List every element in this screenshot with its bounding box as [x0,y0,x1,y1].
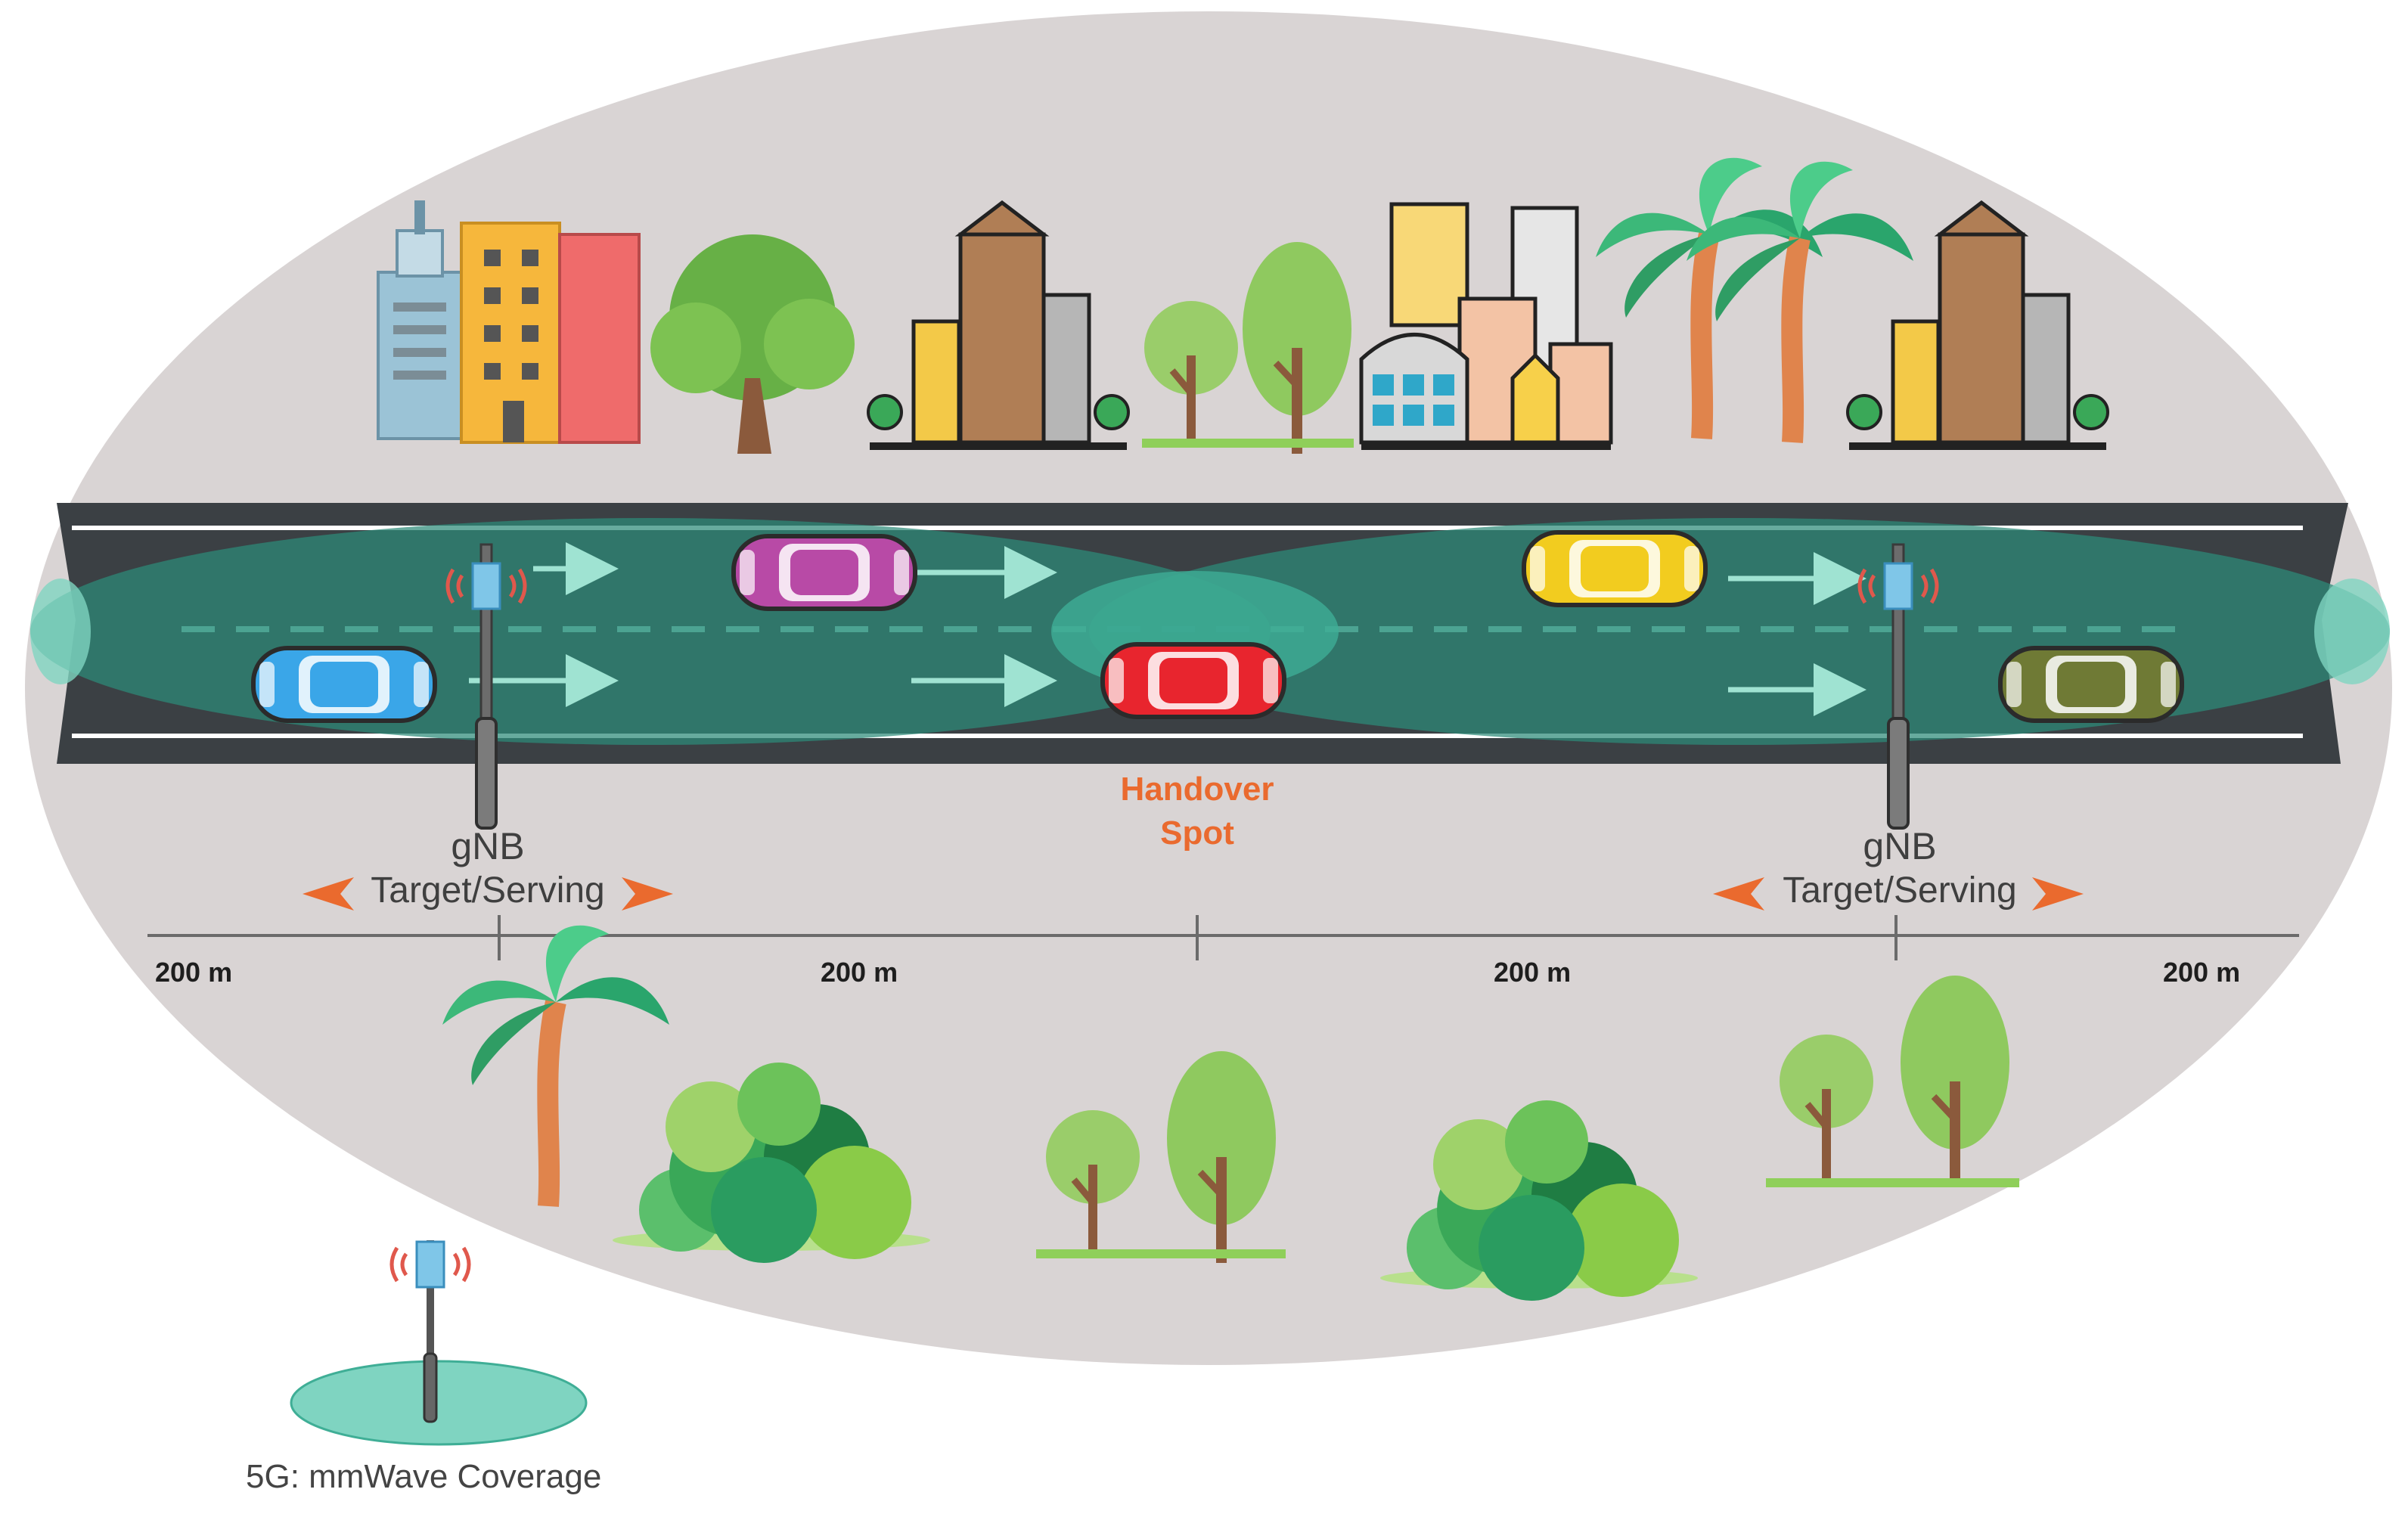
distance-label-3: 200 m [1494,957,1572,988]
traffic-arrows [469,542,1867,716]
building-cluster-4 [1846,200,2109,450]
legend-coverage [290,1240,588,1446]
distance-scale [147,915,2299,960]
right-arrow-icon [2032,877,2084,911]
building-cluster-3 [1359,202,1613,450]
legend-label: 5G: mmWave Coverage [246,1458,602,1495]
gnb-right-label: gNB [1863,825,1937,867]
trees-pair-middle [1036,1051,1286,1263]
gnb-tower-left [448,543,525,830]
range-arrows [303,877,2084,911]
legend-coverage-swatch [290,1360,588,1446]
handover-line-2: Spot [1160,814,1234,852]
gnb-tower-right [1860,543,1937,830]
gnb-left-label: gNB [451,825,525,867]
distance-label-1: 200 m [155,957,233,988]
vegetation-bottom [442,926,2019,1301]
trees-pair-top [1142,242,1354,454]
building-cluster-2 [867,200,1130,450]
distance-label-4: 200 m [2163,957,2241,988]
city-skyline [377,158,2109,454]
building-cluster-1 [377,200,641,444]
distance-label-2: 200 m [821,957,898,988]
trees-pair-right [1766,976,2019,1187]
car-blue [253,648,435,721]
car-yellow [1524,532,1705,605]
handover-line-1: Handover [1120,771,1274,808]
car-olive [2000,648,2182,721]
car-magenta [734,536,915,609]
tree-large-1 [650,234,855,454]
right-arrow-icon [622,877,673,911]
handover-spot-label: Handover Spot [1046,768,1348,855]
gnb-left-role: Target/Serving [371,870,605,911]
left-arrow-icon [1713,877,1764,911]
antenna-icon [392,1242,469,1287]
car-red [1103,644,1284,717]
left-arrow-icon [303,877,354,911]
gnb-right-role: Target/Serving [1783,870,2017,911]
